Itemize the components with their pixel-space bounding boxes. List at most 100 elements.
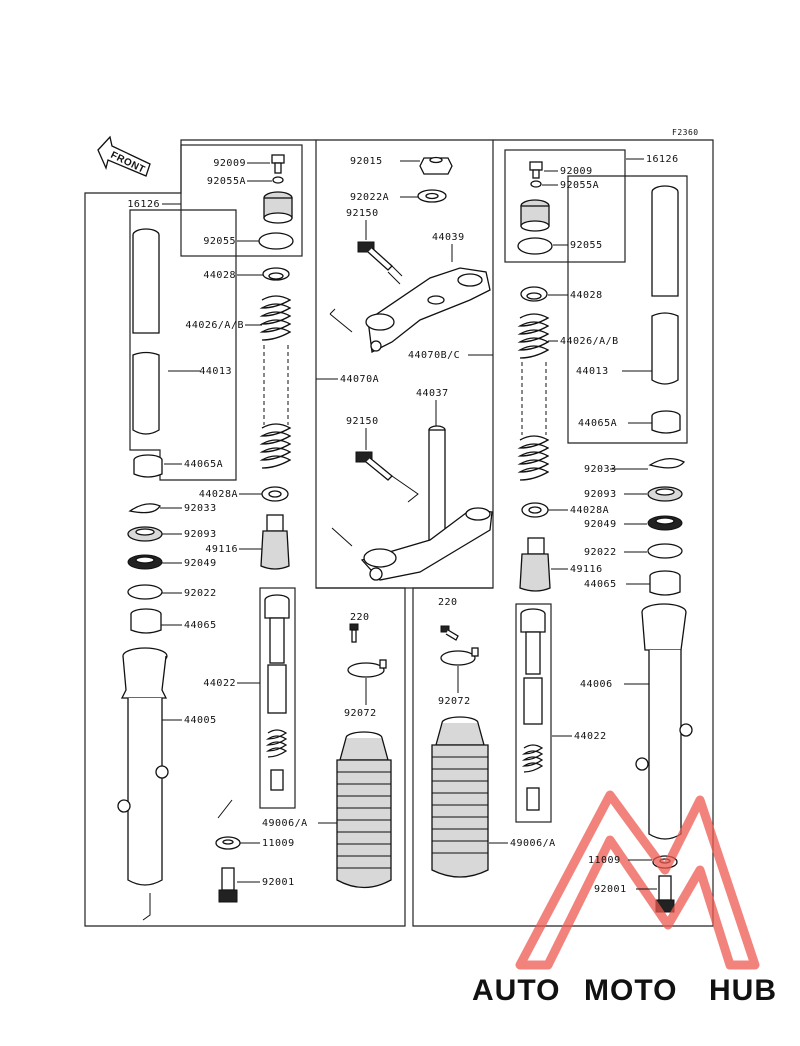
spring-seat-icon [262,267,290,281]
spring-icon [517,313,550,481]
inner-tube-icon [651,185,679,385]
screw-icon [349,623,359,643]
circlip-icon [648,458,686,469]
dust-boot-icon [431,716,489,878]
part-number-label: 49006/A [262,818,308,829]
bolt-icon [271,154,285,174]
part-number-label: 92009 [213,158,246,169]
steering-stem-icon [360,425,493,581]
watermark-word-auto: AUTO [472,974,560,1007]
washer-ring-icon [647,543,683,559]
part-number-label: 49116 [570,564,603,575]
part-number-label: 92150 [346,208,379,219]
part-number-label: 92055 [570,240,603,251]
fork-cap-icon [520,199,550,232]
bolt-icon [529,161,543,179]
upper-bracket-icon [365,267,491,353]
part-number-label: 44039 [432,232,465,243]
o-ring-icon [258,232,294,250]
part-number-label: 44070A [340,374,379,385]
damper-icon [260,514,290,570]
part-number-label: 44028 [203,270,236,281]
part-number-label: 44026/A/B [185,320,244,331]
front-arrow-icon: FRONT [97,135,151,177]
o-ring-small-icon [530,180,542,188]
part-number-label: 92072 [344,708,377,719]
watermark-word-moto: MOTO [584,974,677,1007]
part-number-label: 44028A [199,489,238,500]
part-number-label: 44065 [184,620,217,631]
circlip-icon [128,503,161,514]
part-number-label: 92022 [184,588,217,599]
part-number-label: 44065A [184,459,223,470]
part-number-label: 92055A [207,176,246,187]
outer-tube-icon [635,603,693,840]
part-number-label: 92049 [584,519,617,530]
center-assembly-frame [316,139,494,589]
right-cap-subframe [504,149,626,263]
center-parts [329,156,493,581]
left-parts [117,154,392,921]
part-number-label: 92072 [438,696,471,707]
part-number-label: 44070B/C [408,350,460,361]
washer-icon [417,189,447,203]
bolt-icon [357,241,393,271]
part-number-label: 44065 [584,579,617,590]
watermark-wordmark: AUTO MOTO HUB [472,974,776,1007]
part-number-label: 92093 [184,529,217,540]
part-number-label: 92055 [203,236,236,247]
part-number-label: 44028A [570,505,609,516]
right-parts [431,161,693,913]
part-number-label: 92001 [594,884,627,895]
part-number-label: 16126 [127,199,160,210]
part-number-label: 44013 [576,366,609,377]
washer-icon [215,836,241,850]
bushing-icon [651,410,681,434]
part-number-label: 44013 [199,366,232,377]
nut-icon [419,156,453,175]
part-number-label: 92093 [584,489,617,500]
outer-tube-icon [117,647,169,921]
part-number-label: 49116 [205,544,238,555]
bolt-icon [355,451,393,481]
part-number-label: 44037 [416,388,449,399]
clamp-band-icon [440,647,479,666]
part-number-label: 92055A [560,180,599,191]
part-number-label: 44005 [184,715,217,726]
spring-icon [259,295,292,469]
part-number-label: 44065A [578,418,617,429]
part-number-label: 92049 [184,558,217,569]
spring-seat-icon [261,486,289,502]
spring-seat-icon [520,286,548,302]
damper-icon [519,537,551,592]
washer-icon [647,515,683,531]
bushing-icon [130,608,162,634]
part-number-label: 92033 [184,503,217,514]
inner-tube-icon [132,228,160,435]
part-number-label: 92022 [584,547,617,558]
bushing-icon [649,570,681,596]
part-number-label: 11009 [262,838,295,849]
part-number-label: 220 [350,612,370,623]
fork-cap-icon [263,191,293,224]
washer-ring-icon [127,584,163,600]
part-number-label: 92009 [560,166,593,177]
part-number-label: 16126 [646,154,679,165]
part-number-label: 44006 [580,679,613,690]
part-number-label: 11009 [588,855,621,866]
washer-icon [127,554,163,570]
oil-seal-icon [127,526,163,542]
part-number-label: 92150 [346,416,379,427]
bolt-icon [218,867,238,903]
right-tube-subframe [567,175,688,444]
dust-boot-icon [336,731,392,889]
spring-seat-icon [521,502,549,518]
left-part-labels: 92009 92055A 92055 16126 44028 44026/A/B 44013… [127,158,379,888]
clamp-band-icon [347,659,387,678]
part-number-label: 44022 [574,731,607,742]
right-part-labels: 9200992055A16126920554402844026/A/B44013… [438,154,679,895]
oil-seal-icon [647,486,683,502]
o-ring-icon [517,237,553,255]
